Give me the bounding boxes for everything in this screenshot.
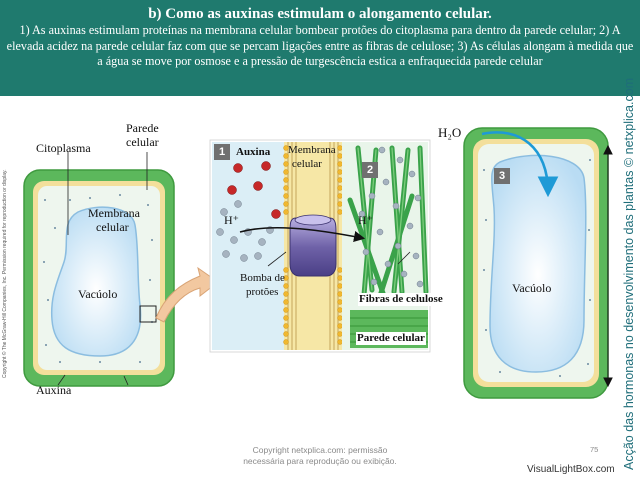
- label-parede-1: Parede: [126, 122, 159, 135]
- label-vacuolo-left: Vacúolo: [78, 288, 117, 301]
- label-auxina-panel: Auxina: [236, 146, 270, 159]
- step-3-badge: 3: [494, 168, 510, 184]
- watermark: VisualLightBox.com: [527, 464, 615, 475]
- label-bomba-2: protões: [246, 286, 278, 299]
- step-2-badge: 2: [362, 162, 378, 178]
- footer-copyright: Copyright netxplica.com: permissão neces…: [200, 445, 440, 467]
- left-cell: [24, 170, 174, 386]
- label-vacuolo-right: Vacúolo: [512, 282, 551, 295]
- label-parede-panel: Parede celular: [356, 332, 426, 345]
- cytoplasm-zone: [212, 142, 284, 350]
- footer-line-1: Copyright netxplica.com: permissão: [200, 445, 440, 456]
- step-1-badge: 1: [214, 144, 230, 160]
- proton-pump: [290, 215, 336, 276]
- label-h-plus-right: H⁺: [358, 214, 373, 227]
- footer-line-2: necessária para reprodução ou exibição.: [200, 456, 440, 467]
- label-fibras: Fibras de celulose: [358, 293, 444, 306]
- label-membrana-panel-2: celular: [292, 158, 322, 171]
- right-cell: [464, 128, 608, 398]
- right-vacuole: [490, 155, 586, 372]
- label-auxina-bottom: Auxina: [36, 384, 71, 397]
- label-bomba-1: Bomba de: [240, 272, 285, 285]
- label-citoplasma: Citoplasma: [36, 142, 91, 155]
- label-parede-2: celular: [126, 136, 159, 149]
- label-h2o: H₂O: [438, 126, 461, 139]
- page-number: 75: [590, 445, 598, 454]
- label-membrana-2: celular: [96, 221, 129, 234]
- label-membrana-panel-1: Membrana: [288, 144, 336, 157]
- label-membrana-1: Membrana: [88, 207, 140, 220]
- label-h-plus-left: H⁺: [224, 214, 239, 227]
